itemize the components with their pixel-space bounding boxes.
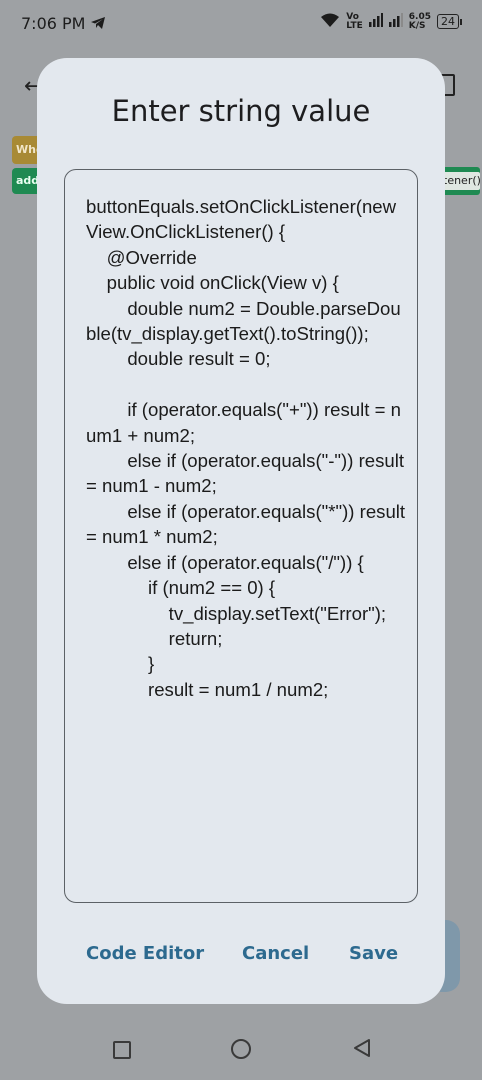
- volte-indicator: Vo LTE: [346, 11, 363, 31]
- string-value-text[interactable]: buttonEquals.setOnClickListener(new View…: [86, 196, 406, 700]
- dialog-title: Enter string value: [111, 94, 371, 128]
- string-value-input[interactable]: buttonEquals.setOnClickListener(new View…: [64, 169, 418, 903]
- status-bar: 7:06 PM Vo LTE 6.05 K/S 24: [0, 0, 482, 48]
- floating-button: [440, 920, 460, 992]
- status-icons: Vo LTE 6.05 K/S 24: [320, 12, 462, 31]
- signal-icon: [388, 13, 403, 30]
- string-value-dialog: Enter string value buttonEquals.setOnCli…: [37, 58, 445, 1004]
- cancel-button[interactable]: Cancel: [242, 943, 310, 964]
- navigation-bar: [0, 1020, 482, 1080]
- home-icon[interactable]: [231, 1039, 251, 1059]
- save-button[interactable]: Save: [349, 943, 399, 964]
- wifi-icon: [320, 12, 340, 31]
- signal-icon: [368, 13, 383, 30]
- telegram-icon: [90, 15, 106, 34]
- back-icon[interactable]: [352, 1038, 372, 1062]
- code-editor-button[interactable]: Code Editor: [86, 943, 205, 964]
- network-speed: 6.05 K/S: [408, 11, 431, 31]
- status-time: 7:06 PM: [21, 14, 86, 33]
- dialog-actions: Code Editor Cancel Save: [37, 943, 445, 973]
- recent-apps-icon[interactable]: [113, 1041, 131, 1059]
- battery-icon: 24: [437, 14, 462, 29]
- listener-block: tener(): [440, 167, 481, 195]
